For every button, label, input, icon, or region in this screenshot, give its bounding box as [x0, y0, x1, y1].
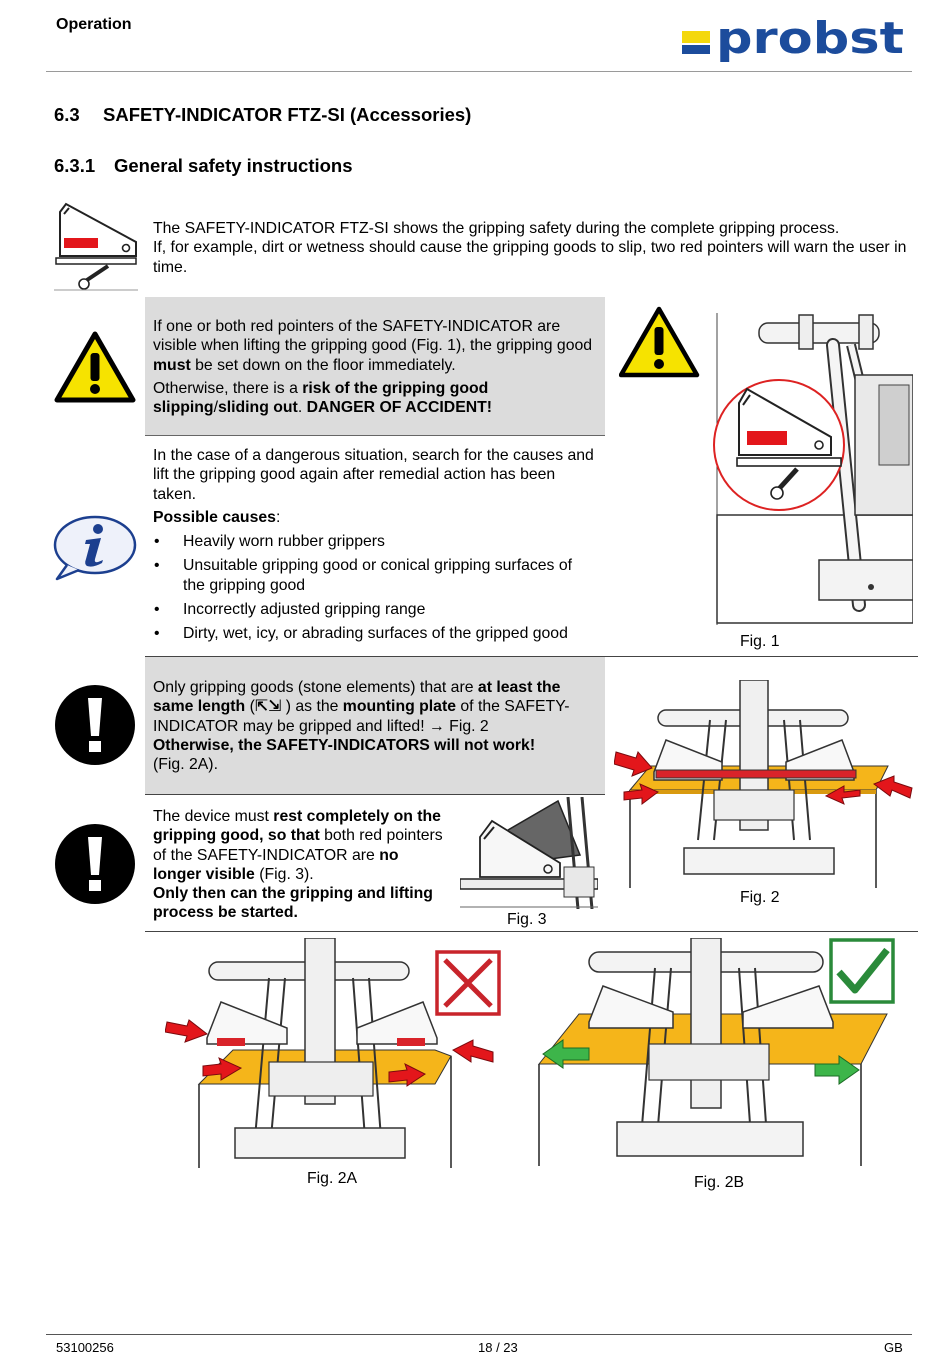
- list-item: Dirty, wet, icy, or abrading surfaces of…: [153, 624, 598, 644]
- mandatory-exclamation-icon: [54, 684, 136, 766]
- intro-text: The SAFETY-INDICATOR FTZ-SI shows the gr…: [153, 220, 907, 276]
- header-section-title: Operation: [56, 16, 132, 33]
- fig3-illustration: [460, 797, 598, 909]
- footer-doc-number: 53100256: [56, 1340, 114, 1355]
- fig3-caption: Fig. 3: [507, 911, 547, 928]
- footer-page-number: 18 / 23: [478, 1340, 518, 1355]
- fig1-illustration: [619, 305, 913, 627]
- fig2-illustration: [614, 680, 914, 890]
- safety-indicator-thumbnail: [54, 200, 138, 294]
- footer-rule: [46, 1334, 912, 1335]
- info-text: In the case of a dangerous situation, se…: [153, 446, 598, 644]
- logo-text: probst: [716, 20, 904, 64]
- notice2-text: The device must rest completely on the g…: [153, 808, 443, 922]
- rule-warning: [145, 435, 605, 436]
- notice1-text: Only gripping goods (stone elements) tha…: [153, 679, 570, 774]
- fig2-caption: Fig. 2: [740, 889, 780, 906]
- info-icon: [53, 515, 137, 581]
- list-item: Incorrectly adjusted gripping range: [153, 600, 598, 620]
- header-rule: [46, 71, 912, 72]
- causes-list: Heavily worn rubber grippers Unsuitable …: [153, 532, 598, 644]
- rule-info: [145, 656, 918, 657]
- list-item: Heavily worn rubber grippers: [153, 532, 598, 552]
- warning-triangle-icon: [54, 331, 136, 403]
- fig2b-illustration: [533, 938, 899, 1170]
- fig2a-illustration: [165, 938, 503, 1170]
- fig2a-caption: Fig. 2A: [307, 1170, 358, 1187]
- fig2b-caption: Fig. 2B: [694, 1174, 745, 1191]
- probst-logo: probst: [680, 20, 908, 68]
- mandatory-exclamation-icon-2: [54, 823, 136, 905]
- rule-notice1: [145, 794, 605, 795]
- notice1-bg: [145, 657, 605, 794]
- rule-notice2: [145, 931, 918, 932]
- fig1-caption: Fig. 1: [740, 633, 780, 650]
- footer-language: GB: [884, 1340, 903, 1355]
- warning-block-bg: [145, 297, 605, 435]
- warning-text: If one or both red pointers of the SAFET…: [153, 318, 593, 417]
- list-item: Unsuitable gripping good or conical grip…: [153, 556, 598, 595]
